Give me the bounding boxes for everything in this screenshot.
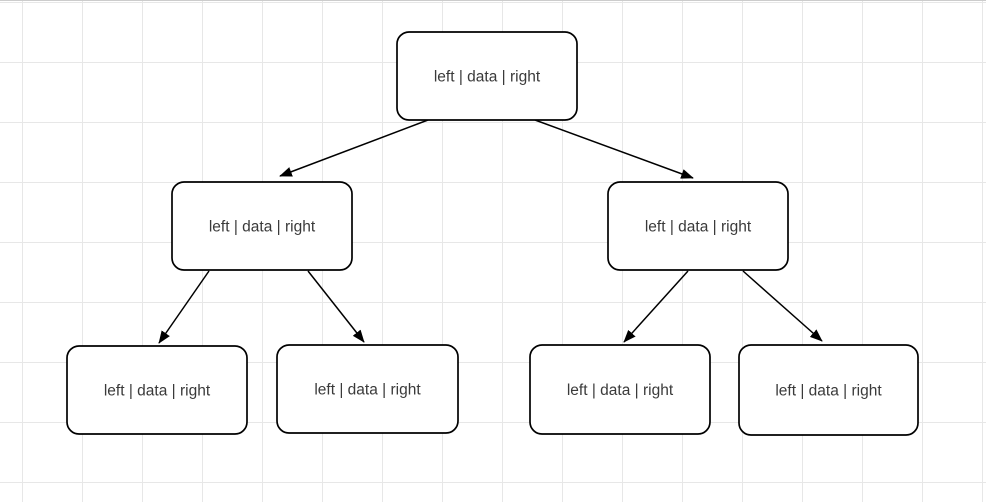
node-label: left | data | right <box>775 383 882 400</box>
edge-right-child-to-right-grandchild-1[interactable] <box>623 270 689 343</box>
node-label: left | data | right <box>645 219 752 236</box>
tree-node-right-grandchild-2[interactable]: left | data | right <box>738 344 919 436</box>
tree-node-left-grandchild-1[interactable]: left | data | right <box>66 345 248 435</box>
tree-node-left-grandchild-2[interactable]: left | data | right <box>276 344 459 434</box>
node-label: left | data | right <box>104 383 211 400</box>
tree-node-right-grandchild-1[interactable]: left | data | right <box>529 344 711 435</box>
edge-root-to-right-child[interactable] <box>534 119 694 179</box>
node-shape[interactable] <box>396 31 578 121</box>
node-label: left | data | right <box>209 219 316 236</box>
edge-right-child-to-right-grandchild-2[interactable] <box>742 270 823 342</box>
tree-node-left-child[interactable]: left | data | right <box>171 181 353 271</box>
node-shape[interactable] <box>171 181 353 271</box>
node-shape[interactable] <box>738 344 919 436</box>
tree-node-right-child[interactable]: left | data | right <box>607 181 789 271</box>
node-label: left | data | right <box>434 69 541 86</box>
node-label: left | data | right <box>314 382 421 399</box>
node-shape[interactable] <box>607 181 789 271</box>
node-label: left | data | right <box>567 382 674 399</box>
edge-left-child-to-left-grandchild-2[interactable] <box>307 270 365 343</box>
node-shape[interactable] <box>276 344 459 434</box>
node-shape[interactable] <box>529 344 711 435</box>
edge-left-child-to-left-grandchild-1[interactable] <box>158 270 210 344</box>
node-shape[interactable] <box>66 345 248 435</box>
canvas-top-edge <box>0 0 986 1</box>
edge-root-to-left-child[interactable] <box>279 119 429 177</box>
tree-node-root[interactable]: left | data | right <box>396 31 578 121</box>
